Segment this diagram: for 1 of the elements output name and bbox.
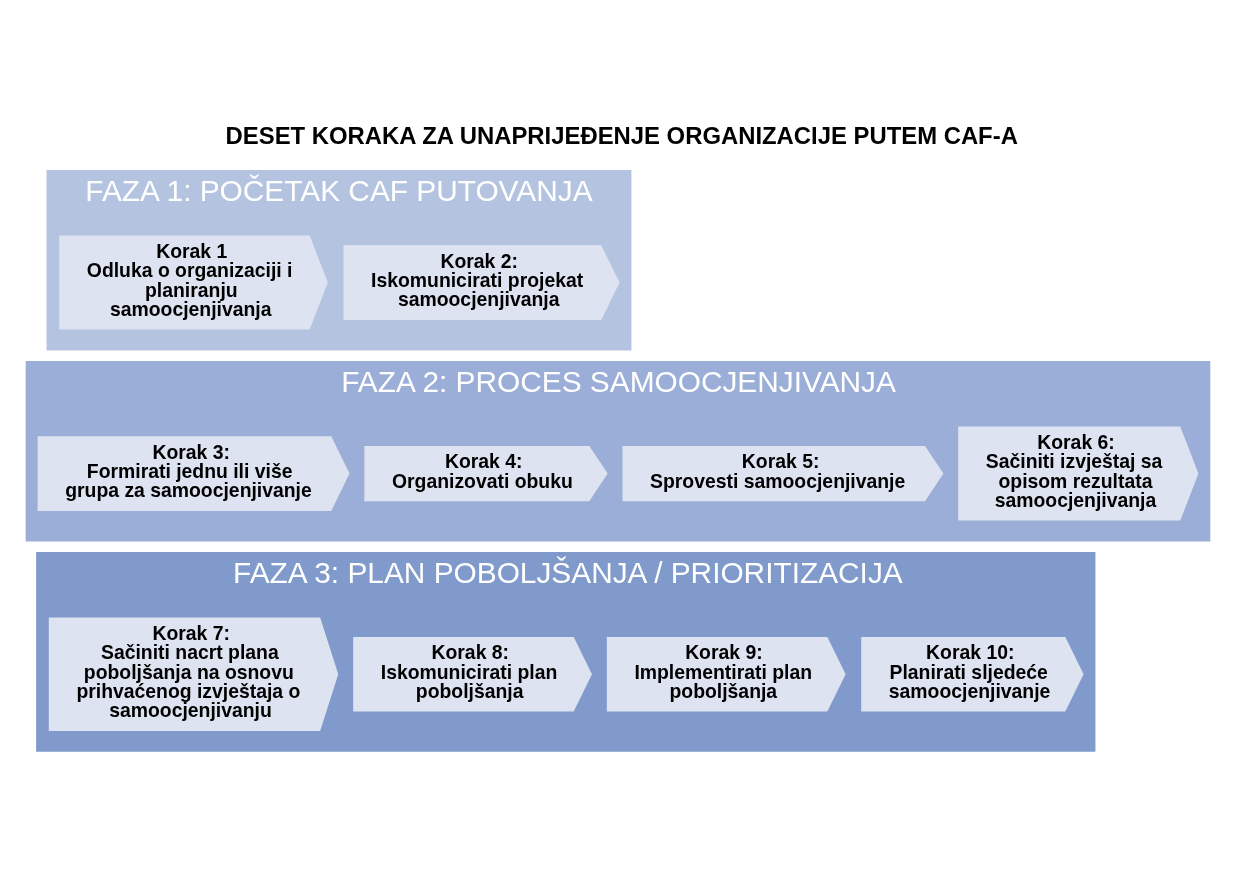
diagram-title: DESET KORAKA ZA UNAPRIJEĐENJE ORGANIZACIJE PUTEM CAF-A	[225, 121, 1018, 149]
